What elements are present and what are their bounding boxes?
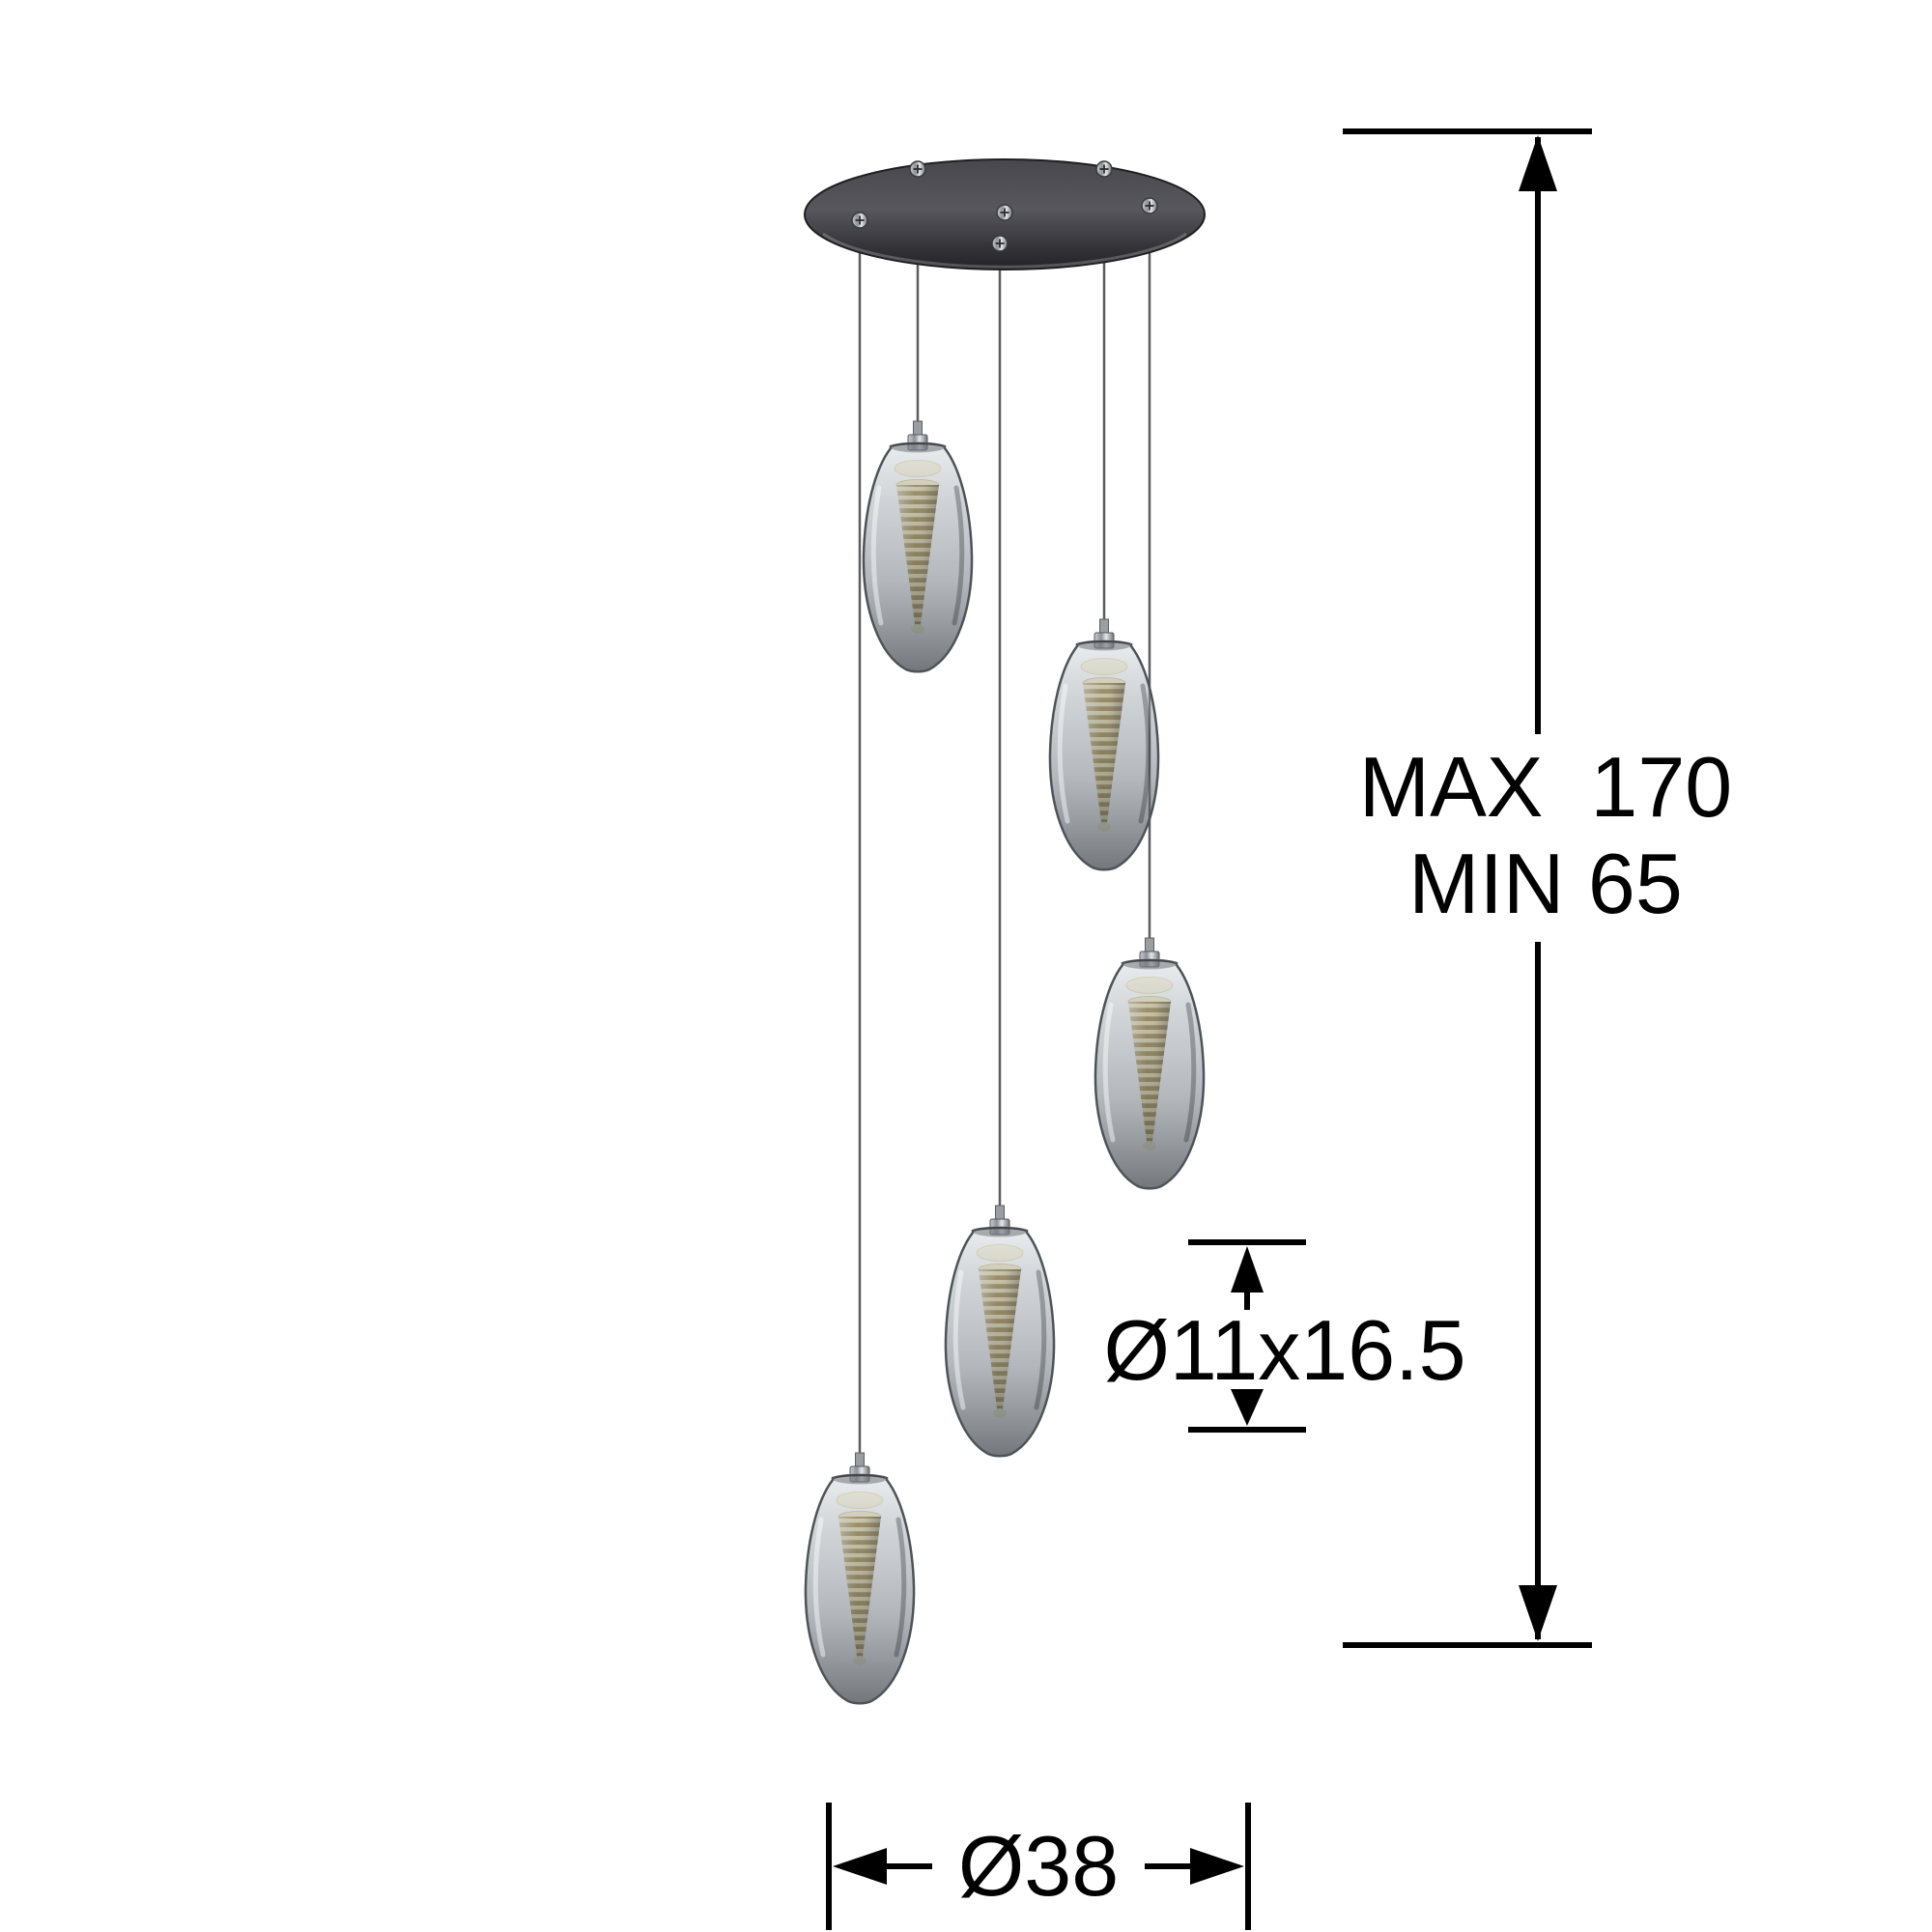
ceiling-canopy — [804, 158, 1206, 270]
pendant-lamp-4 — [946, 1206, 1054, 1456]
height-dimension — [1343, 128, 1592, 1648]
canopy-screw — [1095, 160, 1113, 178]
canopy-diameter-dimension — [826, 1803, 1251, 1930]
arrow-left-icon — [833, 1848, 887, 1885]
pendant-lamp-2 — [1050, 619, 1158, 869]
canopy-screw — [1141, 197, 1158, 214]
canopy-screw — [851, 212, 868, 229]
arrow-down-icon — [1231, 1389, 1264, 1426]
pendant-shades — [806, 421, 1204, 1703]
min-drop-label: MIN 65 — [1408, 836, 1683, 931]
arrow-up-icon — [1519, 135, 1557, 191]
pendant-lamp-5 — [806, 1453, 914, 1703]
canopy-diameter-label: Ø38 — [958, 1818, 1119, 1914]
canopy-screw — [996, 204, 1013, 221]
shade-size-label: Ø11x16.5 — [1103, 1302, 1465, 1398]
canopy-screw — [909, 160, 926, 178]
arrow-up-icon — [1231, 1246, 1264, 1293]
canopy-screw — [991, 235, 1009, 252]
pendant-lamp-3 — [1095, 938, 1204, 1188]
pendant-lamp-1 — [864, 421, 972, 671]
arrow-right-icon — [1190, 1848, 1244, 1885]
arrow-down-icon — [1519, 1585, 1557, 1641]
shade-size-dimension — [1188, 1239, 1306, 1433]
max-drop-label: MAX 170 — [1359, 739, 1732, 835]
